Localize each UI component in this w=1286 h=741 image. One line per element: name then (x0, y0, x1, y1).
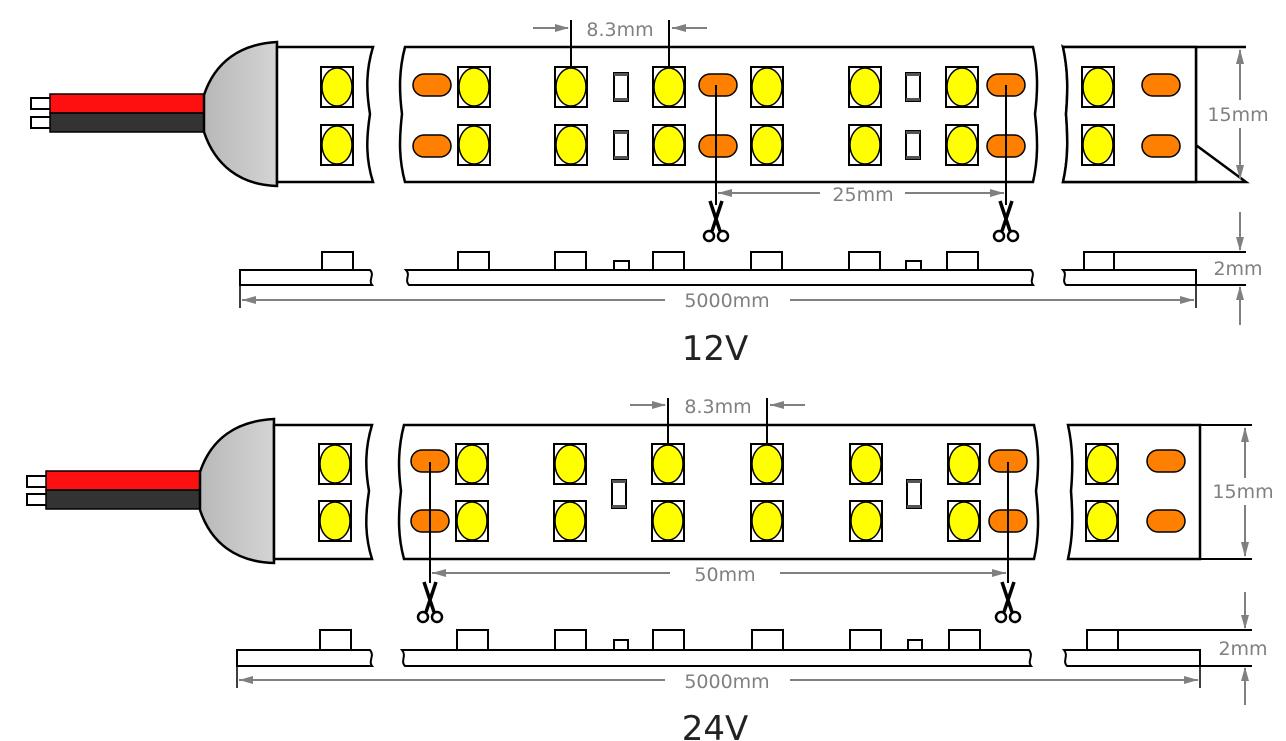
width-label: 15mm (1207, 104, 1268, 126)
scissors-icon (992, 199, 1020, 243)
side-view (236, 629, 1252, 667)
total-length-label: 5000mm (684, 671, 769, 693)
scissors-icon (416, 580, 444, 624)
led-pitch-label: 8.3mm (586, 19, 653, 41)
diagram-12v: 8.3mm 25mm 15mm (30, 19, 1269, 369)
scissors-icon (702, 199, 730, 243)
thickness-label: 2mm (1213, 258, 1262, 280)
end-cap (198, 417, 276, 565)
strip-segment-middle (397, 423, 1040, 561)
strip-segment-middle (398, 45, 1039, 184)
power-wires (26, 470, 203, 510)
width-label: 15mm (1212, 481, 1273, 503)
voltage-label: 24V (682, 709, 749, 741)
scissors-icon (994, 580, 1022, 624)
end-cap (202, 40, 279, 188)
led-pitch-label: 8.3mm (684, 396, 751, 418)
side-view (239, 251, 1246, 286)
power-wires (30, 93, 207, 133)
thickness-label: 2mm (1218, 638, 1267, 660)
cut-length-label: 50mm (694, 564, 755, 586)
diagram-24v: 8.3mm 50mm 15mm (26, 396, 1274, 741)
voltage-label: 12V (682, 329, 749, 369)
cut-length-label: 25mm (832, 184, 893, 206)
total-length-label: 5000mm (684, 290, 769, 312)
